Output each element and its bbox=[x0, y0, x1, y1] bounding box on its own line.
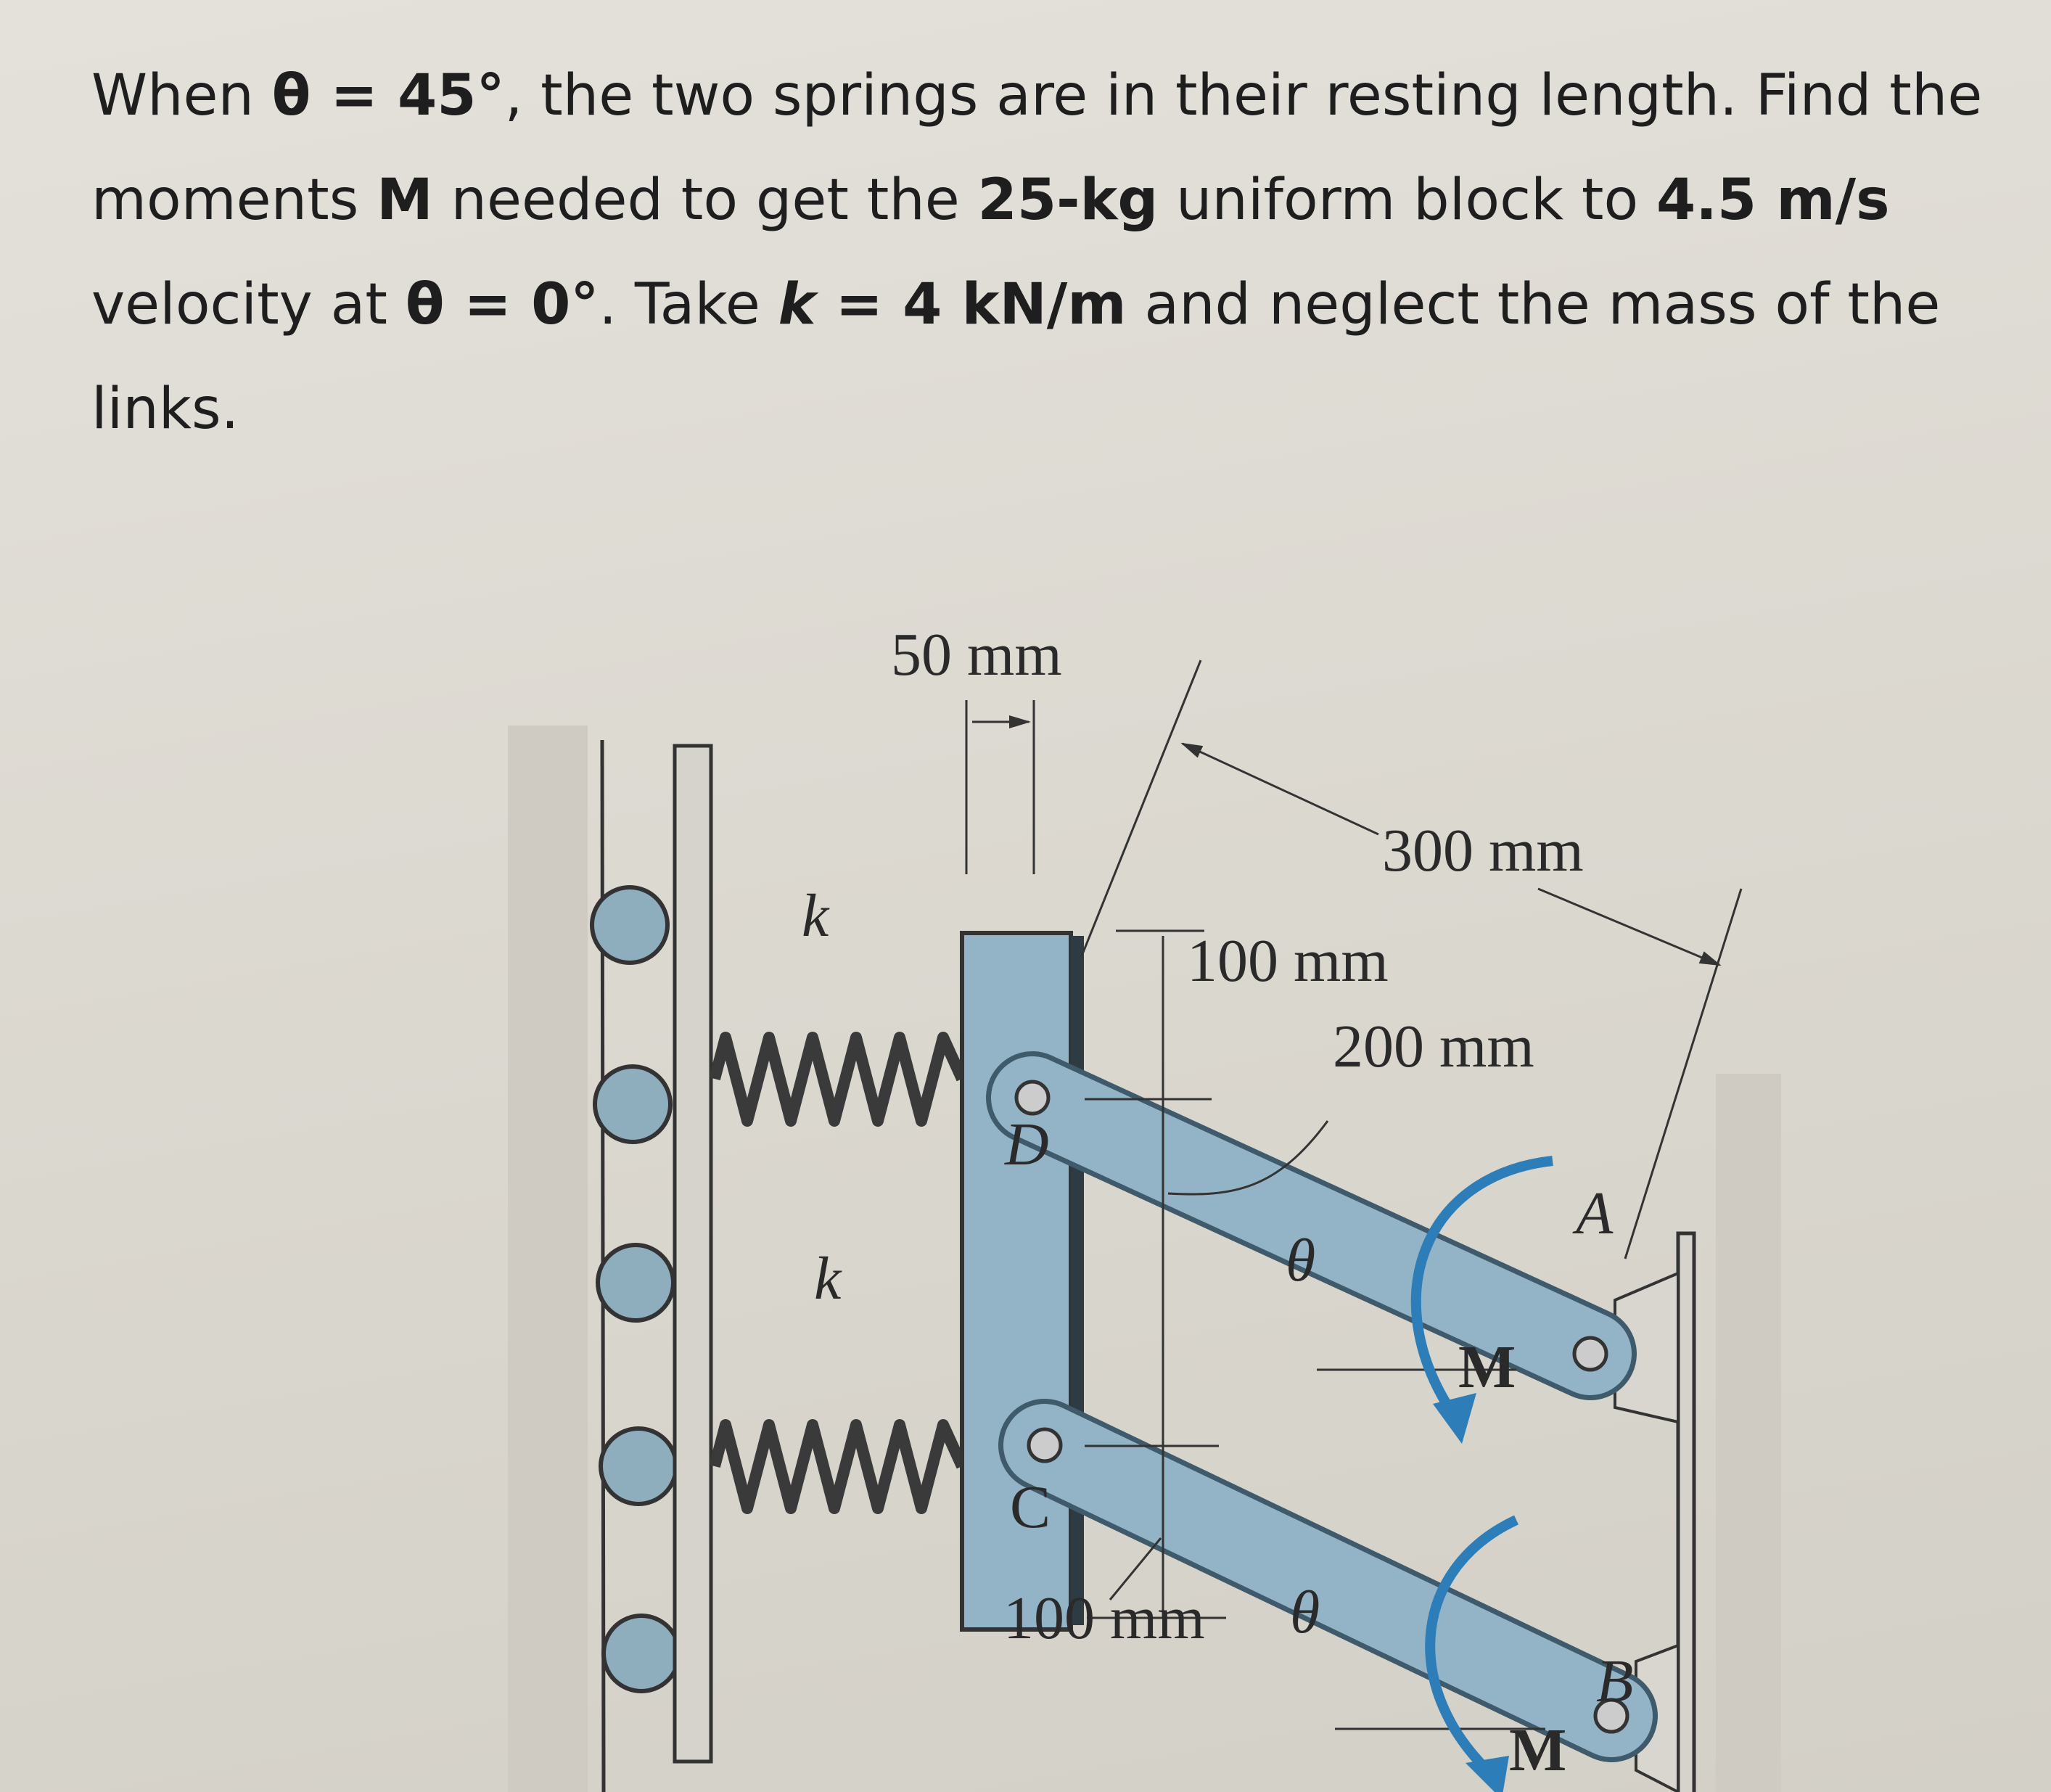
text: needed to get the bbox=[432, 168, 978, 233]
dimension-200mm: 200 mm bbox=[1333, 1013, 1534, 1080]
angle-label-top: θ bbox=[1286, 1227, 1315, 1294]
text: , the two springs are in their resting l… bbox=[91, 63, 1983, 233]
moment-label-top: M bbox=[1458, 1333, 1516, 1401]
dimension-50mm: 50 mm bbox=[891, 621, 1062, 689]
angle-label-bottom: θ bbox=[1290, 1579, 1320, 1646]
text: and neglect the mass of the links. bbox=[91, 272, 1941, 442]
spring-symbol: k bbox=[778, 272, 816, 337]
roller bbox=[596, 1243, 675, 1323]
left-ground-hatch bbox=[508, 726, 588, 1792]
spring-label-bottom: k bbox=[814, 1245, 842, 1312]
right-wall bbox=[1676, 1231, 1696, 1792]
moment-label-bottom: M bbox=[1509, 1717, 1566, 1784]
slider-plate bbox=[673, 744, 713, 1764]
roller bbox=[593, 1064, 673, 1144]
link-DA bbox=[986, 1051, 1637, 1400]
dimension-100mm-bottom: 100 mm bbox=[1003, 1585, 1205, 1652]
right-ground-hatch bbox=[1716, 1074, 1781, 1792]
roller bbox=[601, 1614, 681, 1693]
label-B: B bbox=[1596, 1648, 1633, 1715]
block bbox=[960, 931, 1073, 1632]
label-C: C bbox=[1010, 1474, 1051, 1541]
final-angle: θ = 0° bbox=[405, 272, 599, 337]
roller bbox=[599, 1426, 678, 1506]
dimension-100mm-top: 100 mm bbox=[1187, 927, 1389, 995]
spring-label-top: k bbox=[802, 882, 830, 950]
dimension-300mm: 300 mm bbox=[1382, 817, 1584, 884]
label-D: D bbox=[1004, 1111, 1049, 1178]
moment-arrowhead-bottom bbox=[1466, 1756, 1509, 1792]
label-A: A bbox=[1572, 1180, 1614, 1247]
spring-top bbox=[709, 1032, 968, 1127]
initial-angle: θ = 45° bbox=[271, 63, 505, 128]
pin-D bbox=[1014, 1080, 1051, 1116]
moment-symbol: M bbox=[377, 168, 433, 233]
target-velocity: 4.5 m/s bbox=[1656, 168, 1890, 233]
pin-B bbox=[1593, 1698, 1629, 1734]
spring-bottom bbox=[709, 1419, 968, 1514]
block-mass: 25-kg bbox=[977, 168, 1159, 233]
moment-arrow-top bbox=[1410, 1156, 1553, 1414]
text: uniform block to bbox=[1158, 168, 1657, 233]
block-edge bbox=[1071, 936, 1084, 1625]
problem-statement: When θ = 45°, the two springs are in the… bbox=[91, 44, 2050, 461]
dimension-lines bbox=[965, 659, 1743, 1730]
text: velocity at bbox=[91, 272, 406, 337]
moment-arrowhead-top bbox=[1433, 1393, 1476, 1444]
text: When bbox=[91, 63, 272, 128]
roller bbox=[590, 885, 670, 965]
pin-C bbox=[1027, 1427, 1063, 1463]
link-CB bbox=[998, 1399, 1658, 1762]
pin-A bbox=[1572, 1336, 1608, 1372]
text: . Take bbox=[599, 272, 778, 337]
moment-arrow-bottom bbox=[1425, 1515, 1518, 1774]
spring-constant: = 4 kN/m bbox=[815, 272, 1127, 337]
